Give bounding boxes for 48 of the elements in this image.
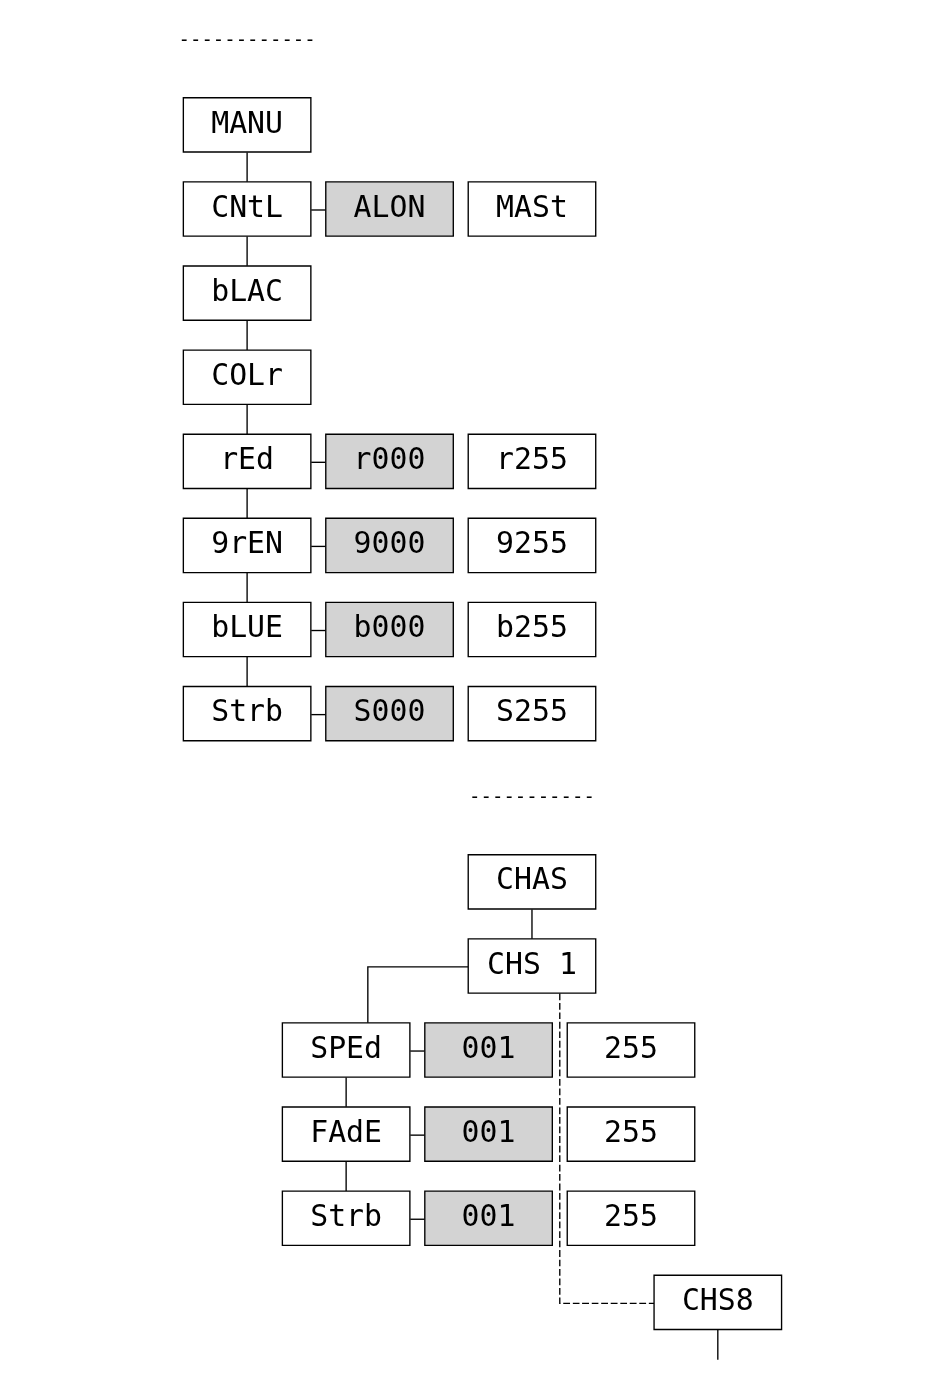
connector (559, 992, 655, 1305)
node-box: SPEd (281, 1022, 411, 1078)
connector (246, 572, 248, 603)
node-box: r255 (467, 433, 597, 490)
connector (345, 1161, 347, 1192)
node-box: S255 (467, 685, 597, 742)
node-box: 9255 (467, 517, 597, 574)
node-box: CNtL (182, 181, 312, 237)
connector (246, 656, 248, 687)
node-box: CHS8 (653, 1274, 783, 1331)
connector (717, 1329, 719, 1361)
node-box: r000 (325, 433, 454, 490)
node-box: 001 (424, 1022, 553, 1078)
label: ------------ (178, 27, 316, 50)
node-box: COLr (182, 349, 312, 406)
node-box: 9rEN (182, 517, 312, 574)
connector (409, 1134, 426, 1136)
node-box: 255 (566, 1190, 696, 1247)
node-box: Strb (281, 1190, 411, 1247)
node-box: ALON (325, 181, 454, 237)
connector (310, 209, 327, 211)
connector (246, 235, 248, 267)
node-box: 001 (424, 1106, 553, 1162)
connector (246, 320, 248, 351)
node-box: CHS 1 (467, 938, 597, 994)
node-box: bLUE (182, 601, 312, 658)
connector (246, 404, 248, 435)
node-box: 255 (566, 1022, 696, 1078)
node-box: MANU (182, 97, 312, 153)
connector (246, 151, 248, 183)
node-box: MASt (467, 181, 597, 237)
node-box: CHAS (467, 854, 597, 910)
node-box: 255 (566, 1106, 696, 1162)
node-box: 9000 (325, 517, 454, 574)
node-box: Strb (182, 685, 312, 742)
node-box: rEd (182, 433, 312, 490)
node-box: b000 (325, 601, 454, 658)
connector (531, 908, 533, 940)
node-box: bLAC (182, 265, 312, 321)
label: ----------- (469, 784, 595, 807)
node-box: S000 (325, 685, 454, 742)
connector (367, 966, 469, 1024)
connector (409, 1050, 426, 1052)
connector (345, 1076, 347, 1108)
node-box: b255 (467, 601, 597, 658)
connector (246, 488, 248, 519)
node-box: 001 (424, 1190, 553, 1247)
node-box: FAdE (281, 1106, 411, 1162)
